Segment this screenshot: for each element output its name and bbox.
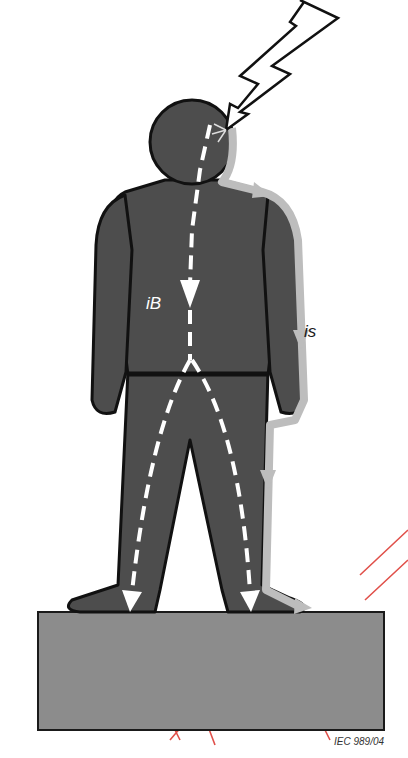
body-current-path: [132, 125, 250, 592]
surface-current-arrowheads: [252, 182, 312, 614]
person-torso: [110, 180, 285, 375]
person-head: [150, 100, 234, 184]
lightning-bolt: [212, 0, 338, 142]
surface-current-label: is: [304, 322, 316, 342]
body-current-arrowheads: [122, 280, 260, 612]
ground-block: [38, 612, 384, 730]
surface-current-path: [222, 128, 304, 607]
figure-reference: IEC 989/04: [334, 736, 384, 747]
person-left-arm: [92, 195, 132, 414]
body-current-label: iB: [146, 294, 161, 314]
